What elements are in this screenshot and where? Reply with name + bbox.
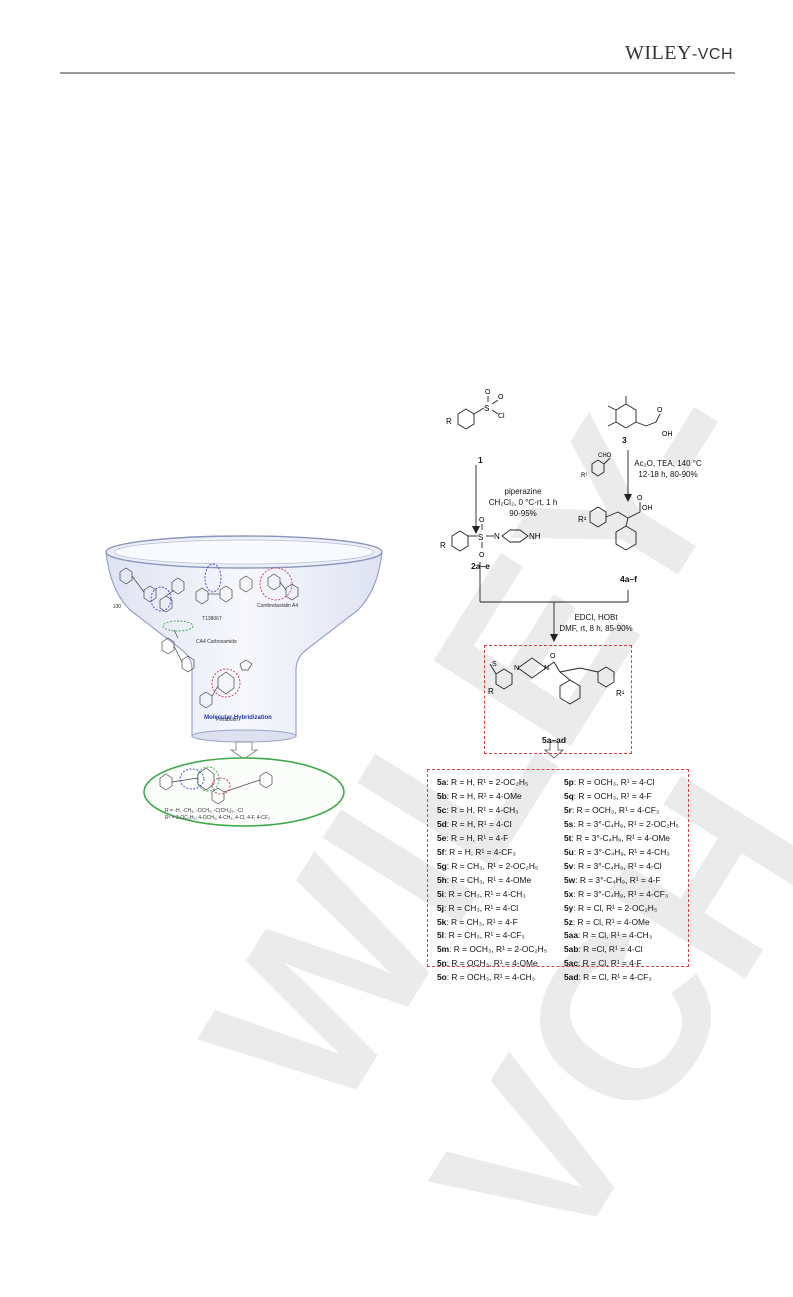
atom-r3: R	[488, 687, 494, 696]
intermediate2-ring	[451, 530, 469, 552]
compound-entry: 5o: R = OCH₃, R¹ = 4-CH₃	[437, 972, 536, 983]
compound-entry: 5d: R = H, R¹ = 4-Cl	[437, 818, 512, 829]
t138067-structure	[195, 575, 253, 605]
r1-definition: R¹ = 2-OC₂H₅, 4-OCH₃, 4-CH₃, 4-Cl, 4-F, …	[165, 815, 270, 821]
atom-o3: O	[479, 517, 485, 524]
atom-o4: O	[479, 552, 485, 559]
compound-entry: 5ab: R =Cl, R¹ = 4-Cl	[564, 944, 643, 955]
intermediate4-ring1	[589, 506, 607, 528]
atom-o7: O	[550, 653, 556, 660]
compound-entry: 5i: R = CH₃, R¹ = 4-CH₃	[437, 888, 526, 899]
compound-entry: 5t: R = 3°-C₄H₉, R¹ = 4-OMe	[564, 832, 670, 843]
compound-entry: 5j: R = CH₃, R¹ = 4-Cl	[437, 902, 519, 913]
label-j30: J30	[113, 604, 122, 610]
hybrid-structure	[159, 767, 273, 805]
atom-s3: S	[492, 661, 497, 668]
atom-cl1: Cl	[498, 413, 505, 420]
label-intermediate4: 4a–f	[620, 574, 638, 584]
compound-entry: 5y: R = Cl, R¹ = 2-OC₂H₅	[564, 902, 658, 913]
compound-entry: 5s: R = 3°-C₄H₉, R¹ = 2-OC₂H₅	[564, 818, 679, 829]
atom-o6: O	[637, 495, 643, 502]
compound-entry: 5m: R = OCH₃, R¹ = 2-OC₂H₅	[437, 944, 548, 955]
atom-s1: S	[484, 404, 489, 413]
product-ring-c	[597, 666, 615, 688]
atom-oh1: OH	[662, 431, 673, 438]
compound-entry: 5r: R = OCH₃, R¹ = 4-CF₃	[564, 804, 660, 815]
synthesis-scheme: S O O Cl R S O O N NH R OH O CHO R¹ OH O…	[440, 389, 673, 759]
compound-column-right: 5p: R = OCH₃, R¹ = 4-Cl 5q: R = OCH₃, R¹…	[564, 776, 679, 985]
atom-r1-5: R¹	[616, 689, 625, 698]
atom-n3: N	[544, 665, 549, 672]
compound-entry: 5ad: R = Cl, R¹ = 4-CF₃	[564, 972, 652, 983]
r-definition: R = -H, -CH₃, -OCH₃, -C(CH₃)₃, -Cl	[165, 808, 243, 814]
label-product: 5a–ad	[542, 735, 567, 745]
label-reactant1: 1	[478, 455, 483, 465]
header-rule	[60, 72, 735, 74]
atom-r1-4: R¹	[578, 515, 587, 524]
atom-n2: N	[514, 665, 519, 672]
compound-entry: 5l: R = CH₃, R¹ = 4-CF₃	[437, 930, 525, 941]
atom-nh: NH	[529, 532, 541, 541]
compound-entry: 5k: R = CH₃, R¹ = 4-F	[437, 916, 518, 927]
label-combretastatin: Combretastatin A4	[257, 603, 299, 609]
atom-r1: R	[446, 417, 452, 426]
reactant3-ring	[615, 403, 637, 429]
compound-entry: 5n: R = OCH₃, R¹ = 4-OMe	[437, 958, 538, 969]
atom-cho: CHO	[598, 453, 612, 459]
j30-structure	[119, 567, 185, 613]
compound-entry: 5aa: R = Cl, R¹ = 4-CH₃	[564, 930, 653, 941]
compound-entry: 5b: R = H, R¹ = 4-OMe	[437, 790, 522, 801]
label-reactant3: 3	[622, 435, 627, 445]
publisher-logo: WILEY-VCH	[624, 42, 733, 64]
plinabulin-structure	[199, 659, 253, 709]
compound-entry: 5w: R = 3°-C₄H₉, R¹ = 4-F	[564, 874, 661, 885]
atom-o5: O	[657, 407, 663, 414]
hybridization-funnel	[105, 535, 383, 827]
compound-entry: 5z: R = Cl, R¹ = 4-OMe	[564, 916, 650, 927]
compound-entry: 5q: R = OCH₃, R¹ = 4-F	[564, 790, 652, 801]
label-t138067: T138067	[202, 616, 222, 622]
compound-entry: 5u: R = 3°-C₄H₉, R¹ = 4-CH₃	[564, 846, 670, 857]
compound-entry: 5x: R = 3°-C₄H₉, R¹ = 4-CF₃	[564, 888, 669, 899]
atom-o2: O	[498, 394, 504, 401]
compound-entry: 5h: R = CH₃, R¹ = 4-OMe	[437, 874, 532, 885]
compound-entry: 5c: R = H, R¹ = 4-CH₃	[437, 804, 519, 815]
product-box: 5a–ad	[484, 645, 632, 754]
hybridization-label: Molecular Hybridization	[204, 715, 272, 721]
compound-entry: 5f: R = H, R¹ = 4-CF₃	[437, 846, 516, 857]
compound-entry: 5a: R = H, R¹ = 2-OC₂H₅	[437, 777, 529, 787]
ca4-carboxamide-structure	[161, 629, 195, 673]
atom-r1-aldehyde: R¹	[581, 473, 587, 479]
label-ca4-carboxamide: CA4 Carboxamide	[196, 639, 237, 645]
intermediate4-ring2	[615, 525, 637, 551]
compound-entry: 5e: R = H, R¹ = 4-F	[437, 832, 509, 843]
atom-s2: S	[478, 533, 483, 542]
compound-entry: 5p: R = OCH₃, R¹ = 4-Cl	[564, 777, 655, 787]
product-ring-a	[495, 668, 513, 690]
reactant1-ring	[457, 408, 475, 430]
compound-entry: 5ac: R = Cl, R¹ = 4-F	[564, 958, 642, 969]
compound-entry: 5g: R = CH₃, R¹ = 2-OC₂H₅	[437, 860, 539, 871]
atom-o1: O	[485, 389, 491, 396]
compound-entry: 5v: R = 3°-C₄H₉, R¹ = 4-Cl	[564, 860, 662, 871]
label-intermediate2: 2a–e	[471, 561, 490, 571]
compound-table: 5a: R = H, R¹ = 2-OC₂H₅ 5b: R = H, R¹ = …	[427, 769, 689, 982]
atom-oh2: OH	[642, 505, 653, 512]
compound-column-left: 5a: R = H, R¹ = 2-OC₂H₅ 5b: R = H, R¹ = …	[437, 776, 547, 985]
atom-r2: R	[440, 541, 446, 550]
atom-n1: N	[494, 532, 500, 541]
label-plinabulin: Plinabulin	[216, 717, 238, 723]
